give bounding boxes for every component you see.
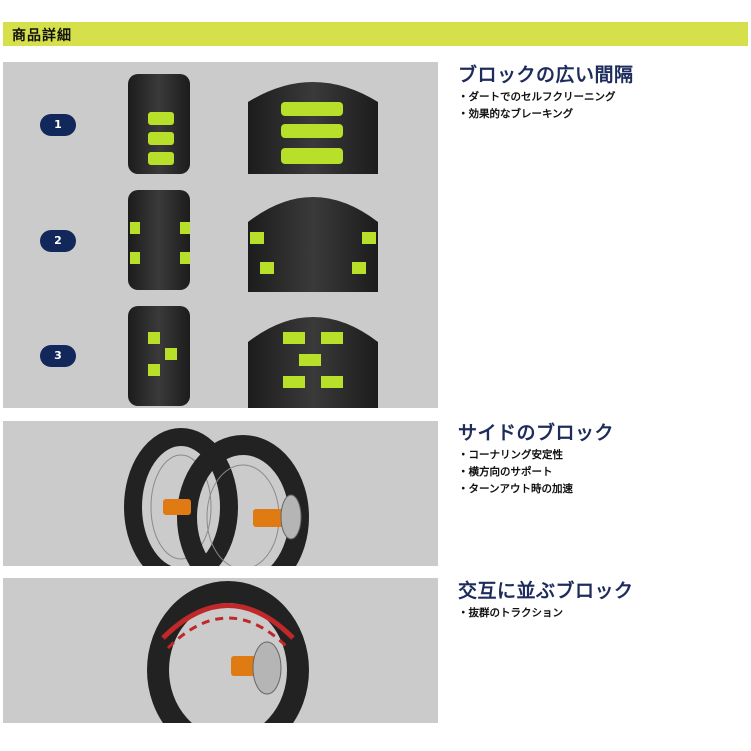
section-title: ブロックの広い間隔 (458, 64, 634, 86)
section-header: 商品詳細 (3, 22, 748, 46)
section-wide-spacing: ブロックの広い間隔 ・ダートでのセルフクリーニング ・効果的なブレーキング (458, 60, 634, 123)
feature-item: ・横方向のサポート (458, 466, 553, 478)
tread-detail-panel: 1 2 3 (3, 62, 438, 408)
feature-item: ・効果的なブレーキング (458, 108, 574, 120)
wheel-with-highlighted-blocks-image (147, 581, 309, 723)
step-badge-3: 3 (40, 345, 76, 367)
wheel-pair-panel (3, 421, 438, 566)
feature-item: ・ダートでのセルフクリーニング (458, 91, 616, 103)
feature-item: ・ターンアウト時の加速 (458, 483, 573, 495)
wheel-pair-image (124, 428, 309, 566)
tread-row-2 (128, 190, 378, 292)
feature-list: ・抜群のトラクション (458, 605, 634, 622)
feature-list: ・ダートでのセルフクリーニング ・効果的なブレーキング (458, 89, 634, 123)
section-side-blocks: サイドのブロック ・コーナリング安定性 ・横方向のサポート ・ターンアウト時の加… (458, 418, 614, 498)
step-badge-1: 1 (40, 114, 76, 136)
tire-tread-image (128, 74, 378, 408)
section-title: 交互に並ぶブロック (458, 580, 634, 602)
feature-item: ・抜群のトラクション (458, 607, 563, 619)
section-title: サイドのブロック (458, 422, 615, 444)
tread-row-3 (128, 306, 378, 408)
tread-row-1 (128, 74, 378, 174)
feature-list: ・コーナリング安定性 ・横方向のサポート ・ターンアウト時の加速 (458, 447, 614, 498)
feature-item: ・コーナリング安定性 (458, 449, 563, 461)
alternating-blocks-panel (3, 578, 438, 723)
section-alternating-blocks: 交互に並ぶブロック ・抜群のトラクション (458, 576, 634, 622)
section-header-title: 商品詳細 (12, 28, 72, 44)
step-badge-2: 2 (40, 230, 76, 252)
